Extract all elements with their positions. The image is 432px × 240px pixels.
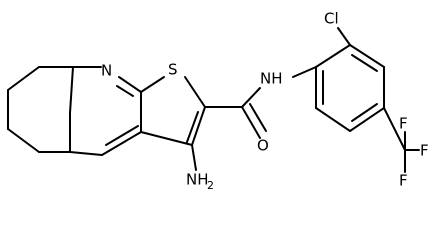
bond [118, 76, 142, 93]
thiophene-ring [140, 76, 206, 146]
bond [186, 111, 199, 143]
atom-label-cl: Cl [324, 10, 339, 28]
bond [140, 131, 193, 146]
bond [69, 151, 103, 156]
bond [7, 128, 40, 153]
bond [191, 106, 206, 146]
atom-label-nh2: NH 2 [186, 171, 214, 193]
bond [315, 44, 351, 68]
bond [116, 85, 134, 97]
bond [292, 66, 317, 78]
bond [101, 131, 142, 156]
bond [7, 66, 40, 91]
bond [140, 76, 165, 93]
carboxamide-group [204, 87, 267, 139]
amine-label-nh: NH [186, 171, 209, 189]
bond [349, 107, 385, 132]
bond [349, 44, 385, 68]
pyridine-ring [69, 66, 142, 156]
phenyl-ring [292, 44, 385, 132]
bond [69, 66, 74, 114]
atom-label-f-bottom: F [399, 172, 408, 190]
atom-label-f-top: F [399, 115, 408, 133]
amino-bond [191, 144, 197, 171]
amine-label-subscript: 2 [207, 179, 214, 192]
bond [351, 103, 378, 122]
bond [249, 103, 267, 132]
bond [351, 54, 378, 72]
bond [241, 87, 261, 108]
trifluoromethyl-group [383, 107, 420, 173]
chloro-bond [337, 27, 351, 46]
atom-label-n-ring: N [101, 62, 112, 80]
cyclohexane-ring [7, 66, 74, 153]
bond [105, 125, 139, 146]
bond [184, 76, 206, 108]
bond [241, 106, 261, 139]
atom-label-o: O [257, 137, 269, 155]
atom-label-s: S [168, 61, 178, 79]
bond [315, 107, 351, 132]
chemical-structure-diagram: N S NH O Cl NH 2 F F F [7, 10, 429, 193]
atom-label-nh-amide: NH [260, 70, 283, 88]
atom-label-f-right: F [420, 142, 429, 160]
bond [383, 107, 406, 151]
